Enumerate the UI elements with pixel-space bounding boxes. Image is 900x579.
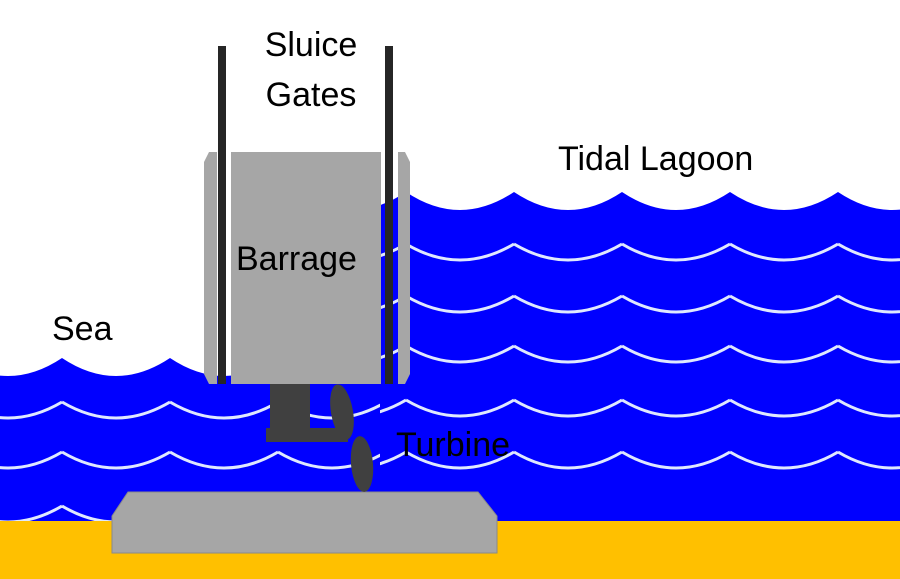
lagoon-water (380, 192, 900, 530)
sluice-label-line1: Sluice (264, 26, 358, 64)
wave-line (0, 400, 380, 420)
tidal-lagoon-label: Tidal Lagoon (558, 140, 754, 178)
sluice-gates-label: Sluice Gates (246, 20, 376, 120)
turbine-shaft (266, 428, 348, 442)
wave-line (380, 398, 900, 418)
wave-line (380, 294, 900, 314)
barrage-body (231, 152, 381, 384)
barrage-label: Barrage (236, 240, 357, 278)
wave-line (380, 344, 900, 364)
wave-line (380, 450, 900, 470)
lagoon-wave-lines (380, 242, 900, 470)
turbine-blade-lower (350, 436, 374, 492)
turbine (266, 384, 374, 492)
wave-line (0, 450, 380, 470)
sea-label: Sea (52, 310, 113, 348)
sluice-gate-plate-left (204, 152, 217, 384)
turbine-label: Turbine (396, 426, 511, 464)
barrage-foundation (111, 491, 498, 554)
sluice-gate-rod-left (218, 46, 226, 384)
turbine-blade-upper (330, 384, 354, 440)
sluice-label-line2: Gates (265, 76, 357, 114)
sluice-gate-plate-right (398, 152, 410, 384)
wave-line (380, 242, 900, 262)
turbine-housing (270, 384, 310, 428)
sluice-gate-rod-right (385, 46, 393, 384)
